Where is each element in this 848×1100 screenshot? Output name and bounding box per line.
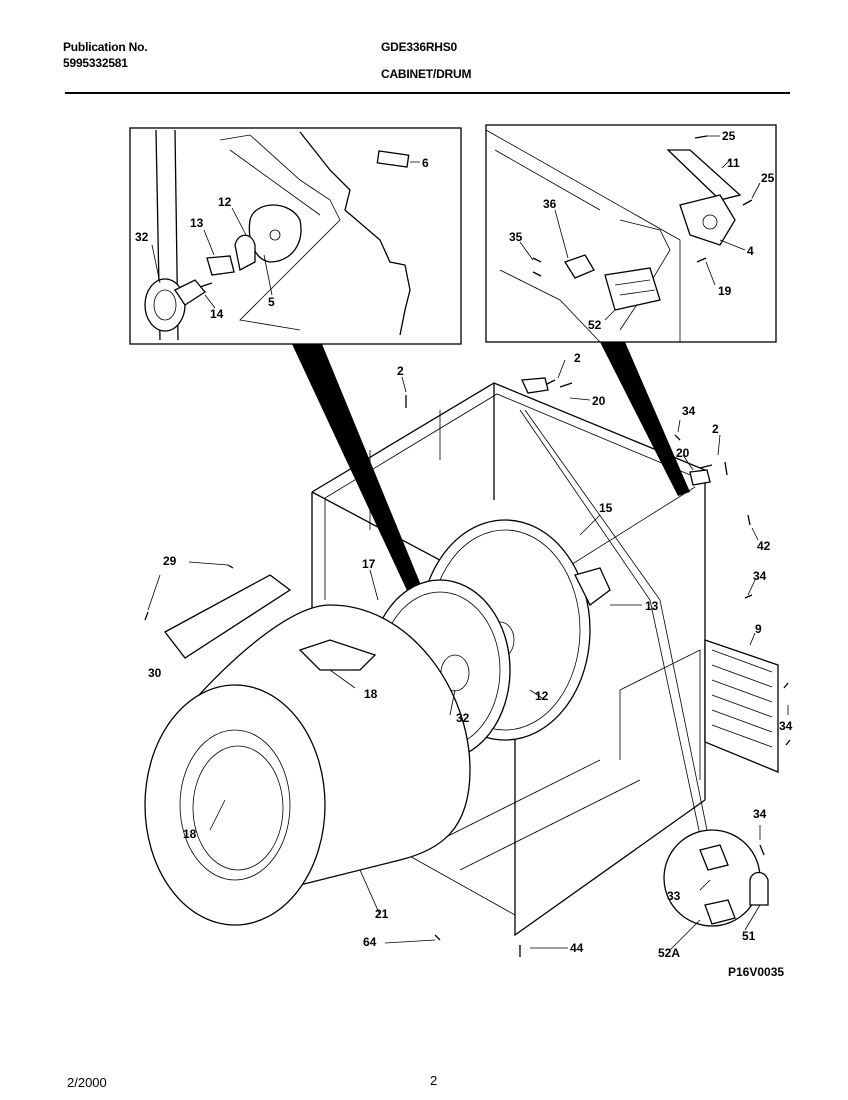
cabinet: [311, 382, 779, 937]
header-rule: [65, 92, 790, 94]
label-4: 4: [747, 244, 754, 258]
bearing-plate: [248, 204, 302, 263]
label-main-34b: 34: [753, 569, 767, 583]
toe-panel: [164, 574, 292, 659]
label-main-34c: 34: [779, 719, 793, 733]
publication-label: Publication No.: [63, 40, 148, 54]
baffle: [298, 639, 377, 671]
label-36: 36: [543, 197, 557, 211]
label-main-51: 51: [742, 929, 756, 943]
label-main-2c: 2: [712, 422, 719, 436]
label-13: 13: [190, 216, 204, 230]
inset-right: 25 11 25 36 35 4 19 52: [485, 124, 777, 343]
label-main-20a: 20: [592, 394, 606, 408]
rear-bearing: [144, 278, 186, 332]
label-main-15: 15: [599, 501, 613, 515]
publication-number: 5995332581: [63, 56, 128, 70]
inset-left: 6 12 13 32 5 14: [129, 127, 462, 345]
label-19: 19: [718, 284, 732, 298]
label-main-52a: 52A: [658, 946, 680, 960]
label-main-29: 29: [163, 554, 177, 568]
idler-bracket: [574, 567, 611, 606]
label-25a: 25: [722, 129, 736, 143]
label-main-13: 13: [645, 599, 659, 613]
drum: [144, 604, 471, 926]
label-11: 11: [727, 156, 740, 170]
label-main-34d: 34: [753, 807, 767, 821]
drum-front: [144, 684, 326, 926]
label-main-18b: 18: [183, 827, 197, 841]
page-number: 2: [430, 1073, 438, 1088]
label-6: 6: [422, 156, 429, 170]
label-main-21: 21: [375, 907, 389, 921]
label-main-20b: 20: [676, 446, 690, 460]
figure-code: P16V0035: [728, 965, 784, 979]
label-14: 14: [210, 307, 224, 321]
terminal-36: [564, 254, 595, 279]
section-title: CABINET/DRUM: [381, 67, 472, 81]
clip: [206, 255, 235, 276]
part-4: [679, 194, 736, 246]
label-main-34a: 34: [682, 404, 696, 418]
label-main-2b: 2: [574, 351, 581, 365]
bracket-11: [666, 149, 742, 201]
inset-right-frame: [485, 124, 777, 343]
label-main-17: 17: [362, 557, 376, 571]
model-number: GDE336RHS0: [381, 40, 458, 54]
label-12: 12: [218, 195, 232, 209]
label-main-42: 42: [757, 539, 771, 553]
label-main-18a: 18: [364, 687, 378, 701]
label-main-12: 12: [535, 689, 549, 703]
bracket: [234, 234, 256, 271]
label-35: 35: [509, 230, 523, 244]
terminal-block-52: [604, 267, 661, 311]
label-25b: 25: [761, 171, 775, 185]
label-main-32: 32: [456, 711, 470, 725]
label-5: 5: [268, 295, 275, 309]
label-main-44: 44: [570, 941, 584, 955]
label-main-33: 33: [667, 889, 681, 903]
label-main-9: 9: [755, 622, 762, 636]
part-6: [376, 150, 410, 168]
part-51: [749, 871, 769, 906]
label-main-64: 64: [363, 935, 377, 949]
label-32: 32: [135, 230, 149, 244]
footer-date: 2/2000: [67, 1075, 107, 1090]
projection-right: [600, 342, 690, 496]
label-main-30: 30: [148, 666, 162, 680]
label-52: 52: [588, 318, 602, 332]
label-main-2a: 2: [397, 364, 404, 378]
